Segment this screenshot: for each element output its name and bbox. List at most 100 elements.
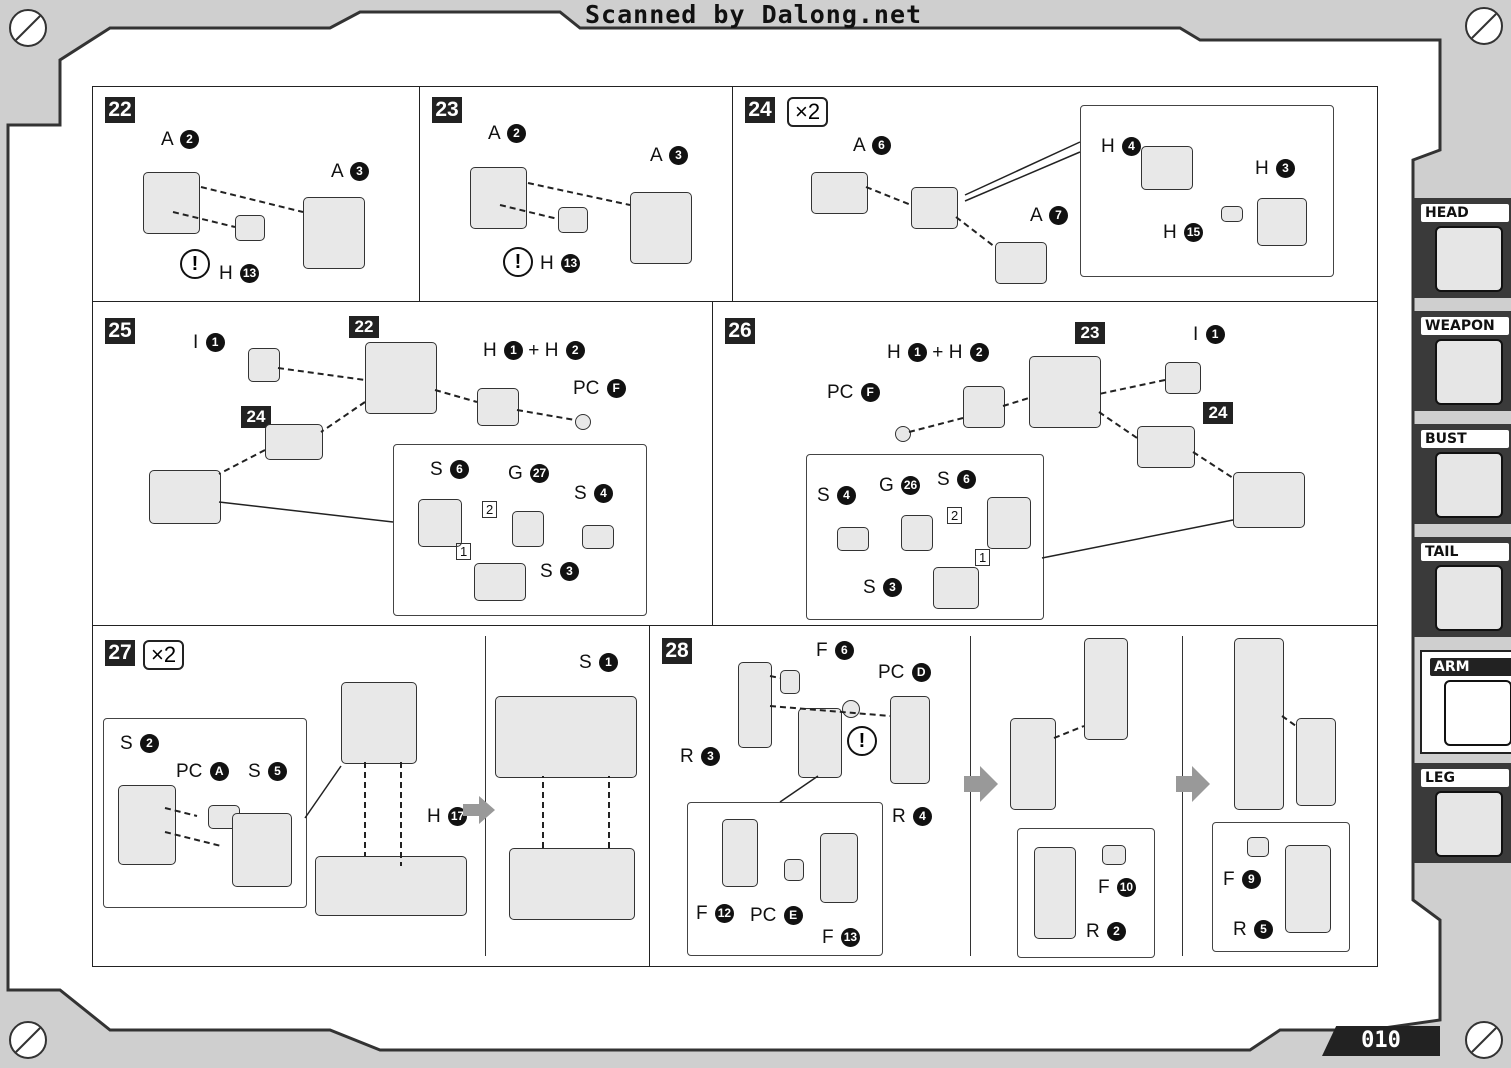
leg-thumbnail — [1435, 791, 1503, 857]
quantity-badge: ×2 — [143, 640, 185, 670]
step-28-panel: 28 F 6 PC D R 3 R 4 ! F 12 PC E F 13 F 1… — [649, 625, 1378, 967]
part-number: 10 — [1116, 878, 1136, 898]
part-label: R 4 — [892, 806, 933, 828]
part-number: 15 — [1184, 223, 1204, 243]
part-drawing — [474, 563, 526, 601]
part-number: 1 — [598, 653, 618, 673]
part-letter: H — [483, 340, 497, 361]
part-letter: S — [579, 652, 592, 673]
part-letter: R — [1233, 919, 1247, 940]
part-number: 13 — [840, 928, 860, 948]
part-number: 2 — [506, 124, 526, 144]
detail-inset: S 2 PC A S 5 — [103, 718, 307, 908]
part-drawing — [1137, 426, 1195, 468]
part-letter: H — [219, 263, 233, 284]
part-label: S 4 — [817, 485, 856, 507]
part-number: 12 — [714, 904, 734, 924]
step-number: 26 — [725, 318, 755, 344]
tab-leg[interactable]: LEG — [1413, 763, 1511, 863]
part-letter: A — [650, 145, 662, 166]
part-drawing — [1234, 638, 1284, 810]
part-drawing — [722, 819, 758, 887]
part-number: 3 — [559, 562, 579, 582]
part-drawing — [901, 515, 933, 551]
part-number: 3 — [882, 578, 902, 598]
part-label: S 6 — [430, 459, 469, 481]
tab-arm[interactable]: ARM — [1420, 650, 1511, 754]
part-label: PC F — [827, 382, 880, 404]
step-number: 28 — [662, 638, 692, 664]
plus-sign: + — [932, 342, 944, 363]
part-label: PC E — [750, 905, 803, 927]
weapon-thumbnail — [1435, 339, 1503, 405]
part-drawing — [1285, 845, 1331, 933]
part-number: E — [783, 906, 803, 926]
part-label: S 3 — [863, 577, 902, 599]
part-number: 4 — [1122, 137, 1142, 157]
part-label: F 10 — [1098, 877, 1136, 899]
step-24-panel: 24 ×2 A 6 A 7 H 4 H 3 H 15 — [732, 86, 1378, 303]
detail-inset: S 6 G 27 S 4 S 3 2 1 — [393, 444, 647, 616]
tab-label: ARM — [1430, 658, 1511, 676]
part-number: 6 — [956, 470, 976, 490]
part-letter: S — [120, 733, 133, 754]
part-drawing — [780, 670, 800, 694]
part-drawing — [232, 813, 292, 887]
part-label: G 27 — [508, 463, 550, 485]
detail-inset: F 10 R 2 — [1017, 828, 1155, 958]
part-drawing — [365, 342, 437, 414]
part-label: A 7 — [1030, 205, 1068, 227]
part-number: 1 — [1205, 325, 1225, 345]
divider — [1182, 636, 1183, 956]
part-number: 1 — [504, 341, 524, 361]
tab-bust[interactable]: BUST — [1413, 424, 1511, 524]
assembly-arrows — [865, 141, 1081, 248]
ref-step: 24 — [241, 406, 271, 428]
part-letter: H — [540, 253, 554, 274]
part-letter: R — [892, 806, 906, 827]
part-label: H 4 — [1101, 136, 1142, 158]
tab-label: BUST — [1421, 430, 1509, 448]
step-number: 27 — [105, 640, 135, 666]
part-label: A 3 — [331, 161, 369, 183]
tab-label: HEAD — [1421, 204, 1509, 222]
watermark: Scanned by Dalong.net — [585, 0, 923, 29]
part-label: I 1 — [1193, 324, 1225, 346]
part-number: 1 — [205, 333, 225, 353]
part-drawing — [1102, 845, 1126, 865]
assembly-arrows — [172, 186, 304, 228]
part-drawing — [1221, 206, 1243, 222]
detail-inset: F 12 PC E F 13 — [687, 802, 883, 956]
part-drawing — [477, 388, 519, 426]
part-drawing — [895, 426, 911, 442]
detail-inset: S 4 G 26 S 6 S 3 2 1 — [806, 454, 1044, 620]
part-number: F — [606, 379, 626, 399]
tab-head[interactable]: HEAD — [1413, 198, 1511, 298]
part-letter: S — [817, 485, 830, 506]
part-letter: S — [863, 577, 876, 598]
part-letter: A — [488, 123, 500, 144]
part-drawing — [995, 242, 1047, 284]
step-23-panel: 23 A 2 A 3 H 13 ! — [419, 86, 734, 303]
part-label: H 17 — [427, 806, 468, 828]
part-label: R 5 — [1233, 919, 1274, 941]
part-drawing — [1141, 146, 1193, 190]
part-number: 26 — [901, 476, 921, 496]
part-label: H 1 + H 2 — [483, 340, 585, 362]
part-drawing — [509, 848, 635, 920]
part-letter: A — [1030, 205, 1042, 226]
tab-tail[interactable]: TAIL — [1413, 537, 1511, 637]
part-letter: S — [430, 459, 443, 480]
part-number: 4 — [836, 486, 856, 506]
bust-thumbnail — [1435, 452, 1503, 518]
part-drawing — [418, 499, 462, 547]
warning-icon: ! — [503, 247, 533, 277]
part-label: I 1 — [193, 332, 225, 354]
part-label: H 1 + H 2 — [887, 342, 989, 364]
part-letter: PC — [573, 378, 600, 399]
part-drawing — [235, 215, 265, 241]
tab-weapon[interactable]: WEAPON — [1413, 311, 1511, 411]
part-label: H 3 — [1255, 158, 1296, 180]
part-letter: A — [161, 129, 173, 150]
part-number: 13 — [561, 254, 581, 274]
